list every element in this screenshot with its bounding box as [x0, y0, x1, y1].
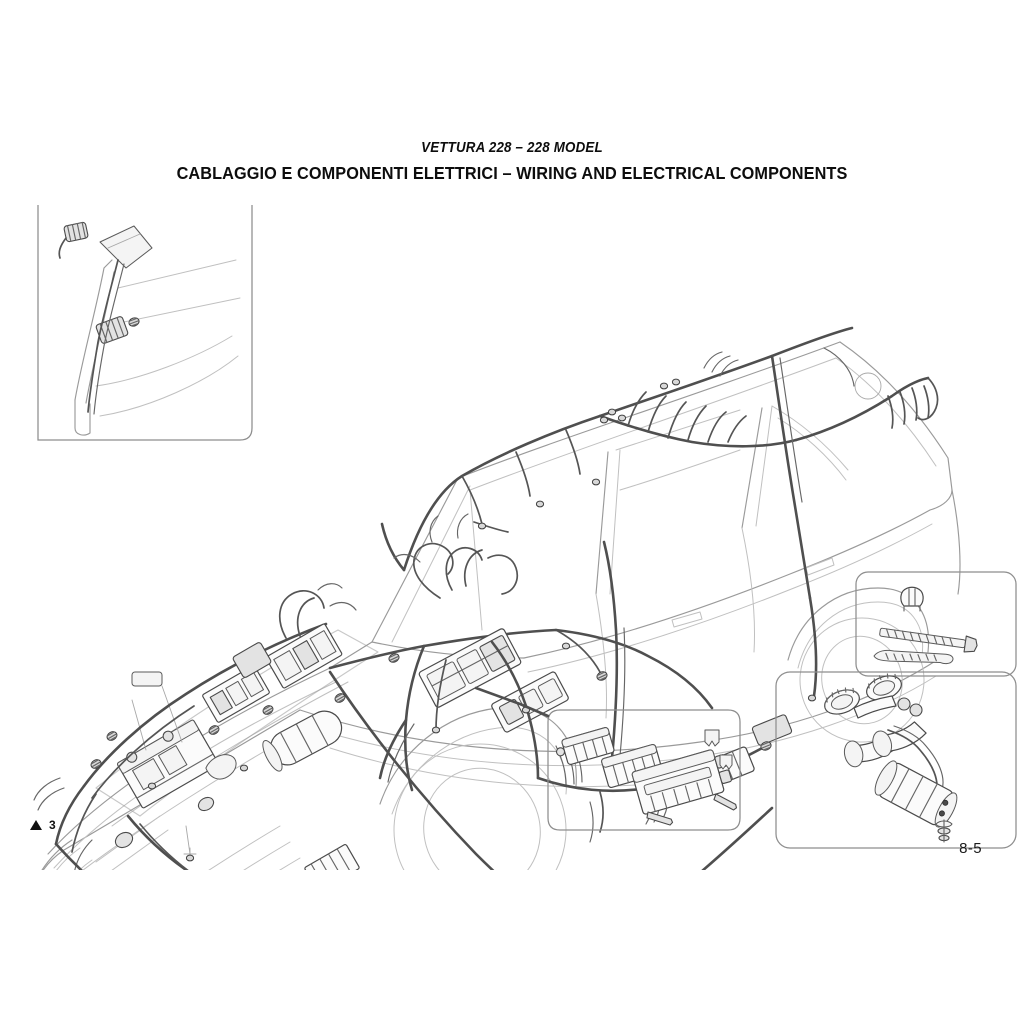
page-number: 8-5: [959, 840, 982, 857]
sill-and-door-harness: [536, 540, 818, 870]
page-header: VETTURA 228 – 228 MODEL CABLAGGIO E COMP…: [0, 138, 1024, 186]
revision-number: 3: [49, 818, 56, 832]
vehicle-body-outline: [41, 341, 961, 870]
section-title: CABLAGGIO E COMPONENTI ELETTRICI – WIRIN…: [176, 163, 848, 183]
inset-air-horns: [775, 671, 1017, 849]
engine-bay-harness: [33, 583, 360, 870]
inset-relay-connectors: [474, 686, 741, 831]
dashboard-harness: [328, 513, 714, 870]
roof-and-rear-harness: [380, 326, 939, 600]
wiring-diagram-figure: .body-l { fill:none; stroke:#9a9a9a; str…: [0, 190, 1024, 870]
triangle-icon: [30, 820, 42, 830]
model-designation: VETTURA 228 – 228 MODEL: [421, 140, 603, 156]
inset-pillar-detail: [37, 205, 253, 441]
revision-marker-group: 3: [30, 818, 56, 832]
inset-fasteners: [855, 571, 1017, 677]
wiring-diagram-svg: .body-l { fill:none; stroke:#9a9a9a; str…: [33, 205, 1017, 870]
